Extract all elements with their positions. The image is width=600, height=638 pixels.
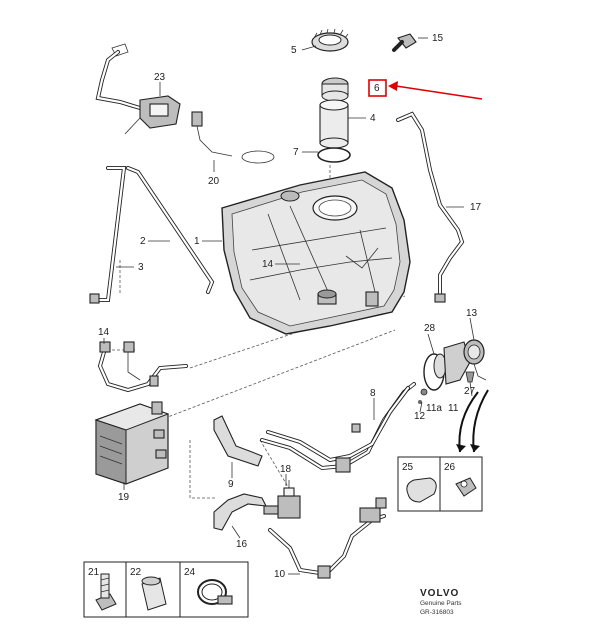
part-14-pipe-left bbox=[97, 341, 188, 393]
part-19-canister bbox=[94, 401, 170, 485]
part-20-sensor bbox=[191, 111, 275, 164]
part-18-valve bbox=[263, 480, 301, 519]
part-1-fuel-tank bbox=[221, 171, 411, 335]
part-17-vent-pipe bbox=[396, 111, 465, 303]
part-23-bracket bbox=[95, 43, 181, 135]
callout-12: 12 bbox=[414, 411, 426, 422]
brand-subtitle: Genuine Parts bbox=[420, 600, 462, 607]
callout-11: 11 bbox=[448, 403, 459, 414]
reference-number: GR-316803 bbox=[420, 609, 454, 616]
callout-3: 3 bbox=[138, 262, 144, 273]
callout-27: 27 bbox=[464, 386, 476, 397]
callout-10: 10 bbox=[274, 569, 286, 580]
callout-20: 20 bbox=[208, 176, 220, 187]
part-8-filler-pipe bbox=[260, 382, 416, 473]
callout-numbers: 5 15 23 6 4 7 20 17 1 2 3 14 14 13 28 8 … bbox=[88, 33, 482, 580]
callout-25: 25 bbox=[402, 462, 414, 473]
callout-19: 19 bbox=[118, 492, 130, 503]
callout-8: 8 bbox=[370, 388, 376, 399]
callout-28: 28 bbox=[424, 323, 436, 334]
part-5-lock-ring bbox=[311, 28, 349, 52]
callout-22: 22 bbox=[130, 567, 142, 578]
leader-lines bbox=[103, 37, 475, 575]
callout-24: 24 bbox=[184, 567, 196, 578]
callout-1: 1 bbox=[194, 236, 200, 247]
part-7-seal bbox=[317, 147, 351, 163]
callout-4: 4 bbox=[370, 113, 376, 124]
callout-17: 17 bbox=[470, 202, 482, 213]
brand-logo: VOLVO bbox=[420, 588, 459, 599]
highlight-part-6 bbox=[368, 79, 483, 100]
callout-26: 26 bbox=[444, 462, 456, 473]
part-9-hose bbox=[213, 415, 263, 467]
brand-footer: VOLVO Genuine Parts GR-316803 bbox=[420, 588, 462, 616]
callout-11a: 11a bbox=[426, 403, 442, 414]
callout-13: 13 bbox=[466, 308, 478, 319]
callout-2: 2 bbox=[140, 236, 146, 247]
callout-15: 15 bbox=[432, 33, 444, 44]
part-filler-neck bbox=[418, 339, 487, 404]
part-16-hose bbox=[213, 493, 267, 531]
detail-box-21-22-24 bbox=[83, 561, 249, 618]
callout-7: 7 bbox=[293, 147, 299, 158]
part-6-flange bbox=[321, 77, 349, 102]
callout-21: 21 bbox=[88, 567, 100, 578]
callout-16: 16 bbox=[236, 539, 248, 550]
detail-arrows bbox=[456, 389, 489, 453]
callout-14-upper: 14 bbox=[262, 259, 274, 270]
callout-9: 9 bbox=[228, 479, 234, 490]
part-15-clip bbox=[392, 33, 417, 52]
part-10-pipe bbox=[268, 497, 387, 579]
detail-box-25-26 bbox=[397, 456, 483, 512]
callout-5: 5 bbox=[291, 45, 297, 56]
callout-23: 23 bbox=[154, 72, 166, 83]
callout-14-lower: 14 bbox=[98, 327, 110, 338]
part-4-pump-cylinder bbox=[319, 99, 349, 149]
callout-6: 6 bbox=[374, 83, 380, 94]
callout-18: 18 bbox=[280, 464, 292, 475]
part-2-3-straps bbox=[89, 166, 215, 304]
